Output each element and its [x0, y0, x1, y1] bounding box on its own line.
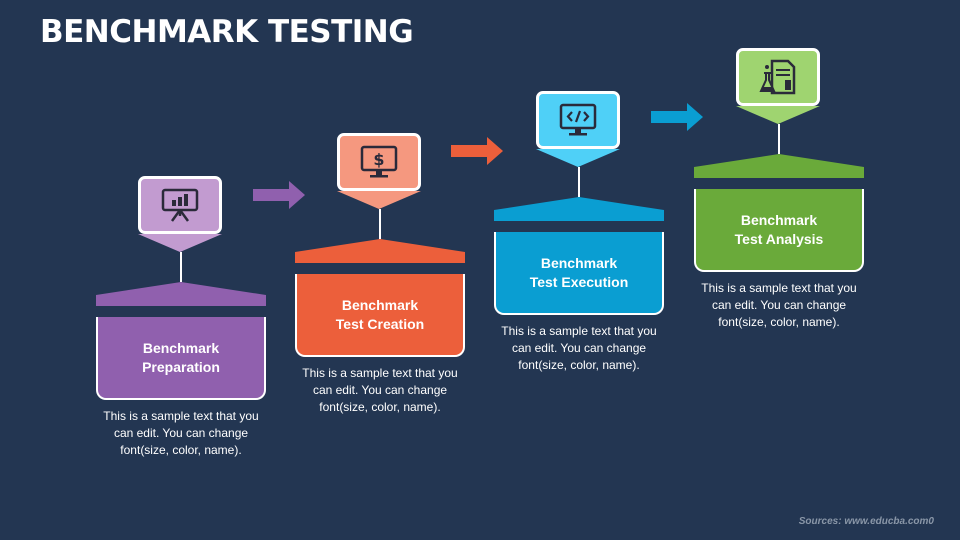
step-3-label: Benchmark Test Execution — [529, 254, 629, 290]
step-2-icon-box: $ — [337, 133, 421, 191]
step-1-connector — [180, 252, 182, 282]
dollar-monitor-icon: $ — [360, 145, 398, 178]
step-4-description: This is a sample text that you can edit.… — [701, 281, 857, 329]
step-1-description: This is a sample text that you can edit.… — [103, 409, 259, 457]
lab-report-icon — [759, 59, 796, 95]
step-3-roof — [494, 197, 664, 221]
step-2-connector — [379, 209, 381, 239]
page-title: BENCHMARK TESTING — [40, 14, 414, 50]
step-3-pointer — [536, 149, 620, 167]
step-1-card: Benchmark Preparation — [96, 317, 266, 400]
arrow-step-3-to-4 — [651, 103, 703, 131]
step-3-description: This is a sample text that you can edit.… — [501, 324, 657, 372]
step-4-label: Benchmark Test Analysis — [734, 211, 824, 247]
step-3-connector — [578, 167, 580, 197]
step-1-icon-box — [138, 176, 222, 234]
step-2-roof — [295, 239, 465, 263]
step-4-card: Benchmark Test Analysis — [694, 189, 864, 272]
step-2-pointer — [337, 191, 421, 209]
arrow-step-1-to-2 — [253, 181, 305, 209]
step-3-card: Benchmark Test Execution — [494, 232, 664, 315]
step-4-pointer — [736, 106, 820, 124]
step-2-description: This is a sample text that you can edit.… — [302, 366, 458, 414]
step-4-icon-box — [736, 48, 820, 106]
presentation-board-icon — [161, 188, 199, 222]
step-1-pointer — [138, 234, 222, 252]
arrow-step-2-to-3 — [451, 137, 503, 165]
step-1-label: Benchmark Preparation — [142, 339, 220, 375]
code-monitor-icon — [559, 103, 597, 136]
step-4-roof — [694, 154, 864, 178]
step-3-icon-box — [536, 91, 620, 149]
step-2-label: Benchmark Test Creation — [335, 296, 425, 332]
svg-text:$: $ — [373, 150, 384, 169]
step-1-roof — [96, 282, 266, 306]
source-note: Sources: www.educba.com0 — [798, 516, 934, 527]
step-4-connector — [778, 124, 780, 154]
step-2-card: Benchmark Test Creation — [295, 274, 465, 357]
